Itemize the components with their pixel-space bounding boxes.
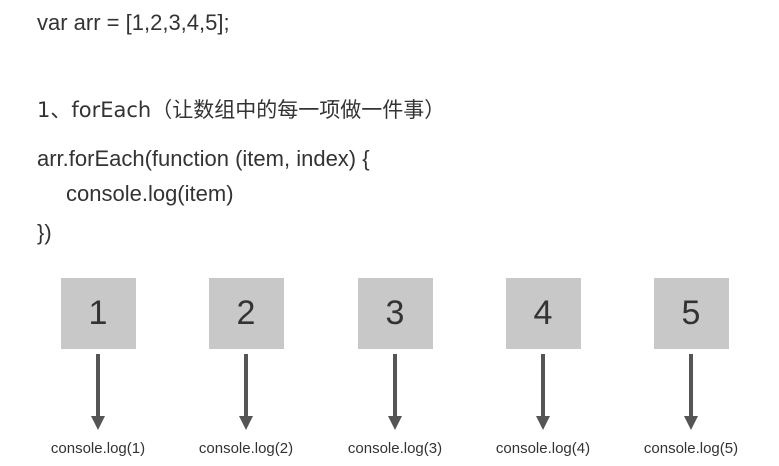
array-item-column: 3 console.log(3) [320,278,470,457]
array-item-box: 5 [653,278,729,349]
code-line-close: }) [37,220,52,245]
array-item-value: 4 [533,294,553,332]
array-item-value: 2 [236,294,256,332]
array-item-column: 1 console.log(1) [23,278,173,457]
down-arrow-icon [684,354,698,432]
array-item-box: 4 [505,278,581,349]
code-line-foreach: arr.forEach(function (item, index) { [37,146,370,171]
console-log-label: console.log(3) [347,440,443,457]
section-heading: 1、forEach（让数组中的每一项做一件事） [37,98,446,122]
array-item-value: 5 [681,294,701,332]
array-item-column: 4 console.log(4) [468,278,618,457]
array-item-box: 3 [357,278,433,349]
array-item-column: 2 console.log(2) [171,278,321,457]
array-declaration: var arr = [1,2,3,4,5]; [37,10,230,35]
console-log-label: console.log(1) [50,440,146,457]
array-item-box: 1 [60,278,136,349]
down-arrow-icon [91,354,105,432]
array-item-column: 5 console.log(5) [616,278,766,457]
down-arrow-icon [536,354,550,432]
array-item-value: 3 [385,294,405,332]
console-log-label: console.log(2) [198,440,294,457]
down-arrow-icon [239,354,253,432]
array-item-value: 1 [88,294,108,332]
code-line-console-log: console.log(item) [66,181,234,206]
console-log-label: console.log(4) [495,440,591,457]
array-item-box: 2 [208,278,284,349]
down-arrow-icon [388,354,402,432]
console-log-label: console.log(5) [643,440,739,457]
